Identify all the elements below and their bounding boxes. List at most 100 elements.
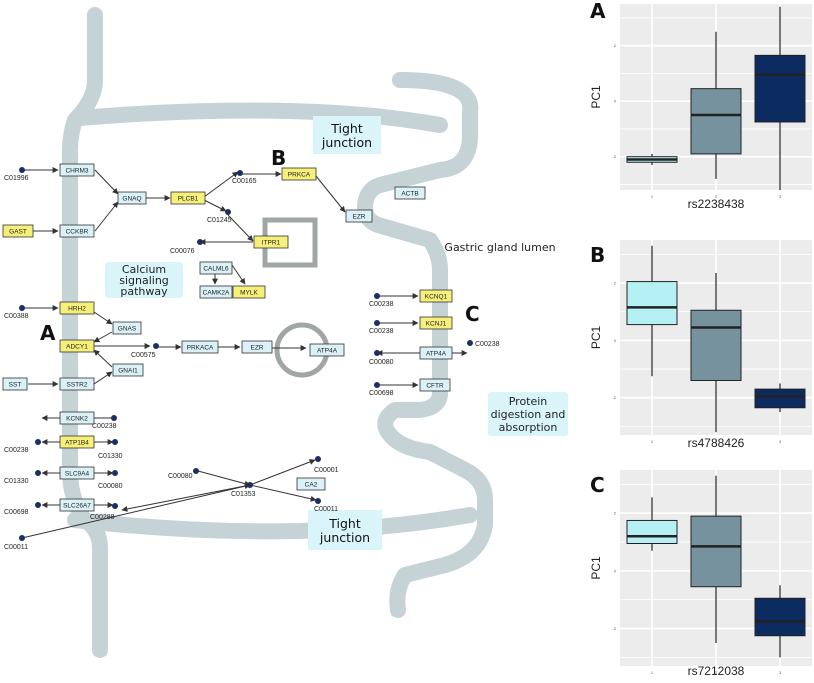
y-tick-label: -2 [612,395,616,400]
gene-label: ADCY1 [66,344,88,351]
compound-label: C00288 [90,514,115,521]
gene-node-kcnk2: KCNK2 [59,411,95,425]
gene-node-cckbr: CCKBR [59,224,95,238]
box-body [754,388,806,409]
gene-node-kcnj1: KCNJ1 [419,316,453,330]
gene-node-ezr: EZR [241,340,273,354]
box-body [690,309,742,382]
gene-label: CCKBR [66,229,89,236]
compound-dot [374,320,380,326]
box-body [690,88,742,155]
x-axis-label: rs2238438 [688,197,745,211]
box-2 [690,272,742,433]
gene-label: CHRM3 [65,168,88,175]
compound-label: C00238 [92,423,117,430]
box-body [690,515,742,588]
gene-node-gnas: GNAS [112,321,142,335]
gene-label: ATP4A [317,348,338,355]
compound-dot [19,167,25,173]
gene-label: GNAS [118,326,137,333]
compound-label: C01330 [98,453,123,460]
compound-dot [315,456,321,462]
gene-node-cftr: CFTR [419,378,451,392]
compound-label: C00165 [232,178,257,185]
gene-label: ITPR1 [262,240,281,247]
compound-label: C01330 [4,478,29,485]
marker-a: A [40,321,56,345]
compound-label: C01245 [207,217,232,224]
gene-label: KCNK2 [66,416,88,423]
compound-label: C00001 [314,467,339,474]
gene-node-calml6: CALML6 [199,261,233,275]
compound-label: C00238 [369,328,394,335]
gene-node-chrm3: CHRM3 [59,163,95,177]
x-tick-label: 1 [651,439,654,444]
gene-node-prkca: PRKCA [281,167,317,181]
compound-dot [193,468,199,474]
gene-label: CFTR [426,383,444,390]
gene-label: GNAQ [122,196,141,203]
compound-label: C00080 [369,359,394,366]
gene-node-itpr1: ITPR1 [253,235,289,249]
gene-label: SSTR2 [67,382,88,389]
svg-text:junction: junction [319,530,370,545]
gene-label: GNAI1 [118,368,138,375]
gene-node-plcb1: PLCB1 [170,191,206,205]
compound-dot [247,482,253,488]
compound-dot [111,415,117,421]
x-tick-label: 2 [715,194,718,199]
svg-text:absorption: absorption [499,421,558,434]
gene-node-sst: SST [2,377,28,391]
box-2 [690,475,742,643]
gastric-lumen-label: Gastric gland lumen [444,241,555,254]
gene-node-kcnq1: KCNQ1 [419,289,453,303]
gene-label: CALML6 [203,266,229,273]
compound-dot [35,439,41,445]
y-tick-label: 2 [614,281,617,286]
gene-label: KCNQ1 [425,294,448,301]
gene-label: GAST [9,229,27,236]
gene-node-gast: GAST [2,224,34,238]
compound-label: C00011 [4,544,28,551]
x-axis-label: rs7212038 [688,664,745,678]
gene-label: CA2 [305,482,318,489]
compound-dot [35,470,41,476]
y-tick-label: 0 [614,99,617,104]
y-tick-label: -2 [612,626,616,631]
box-body [754,597,806,637]
compound-dot [374,350,380,356]
svg-text:Protein: Protein [509,395,548,408]
gene-label: KCNJ1 [426,321,447,328]
gene-label: ACTB [401,191,418,198]
svg-text:junction: junction [321,135,372,150]
y-tick-label: 2 [614,43,617,48]
y-axis-label: PC1 [589,326,603,350]
box-1 [626,153,678,166]
compound-dot [225,209,231,215]
svg-text:Tight: Tight [330,121,363,136]
compound-dot [112,470,118,476]
gene-label: EZR [353,214,366,221]
compound-dot [35,502,41,508]
compound-label: C00080 [98,483,123,490]
gene-node-slc26a7: SLC26A7 [59,498,95,512]
y-tick-label: 0 [614,338,617,343]
gene-label: PLCB1 [178,196,199,203]
compound-label: C00238 [475,341,500,348]
calcium-signaling-label: Calcium signaling pathway [105,262,183,298]
gene-node-actb: ACTB [394,186,426,200]
gene-node-camk2a: CAMK2A [199,285,233,299]
compound-dot [467,340,473,346]
gene-label: SLC9A4 [65,471,90,478]
compound-label: C00011 [314,506,338,513]
compound-dot [197,239,203,245]
compound-label: C01353 [231,491,256,498]
gene-label: ATP1B4 [65,440,89,447]
box-body [626,519,678,544]
panel-letter: A [590,0,606,23]
x-tick-label: 3 [779,194,782,199]
x-tick-label: 3 [779,670,782,675]
